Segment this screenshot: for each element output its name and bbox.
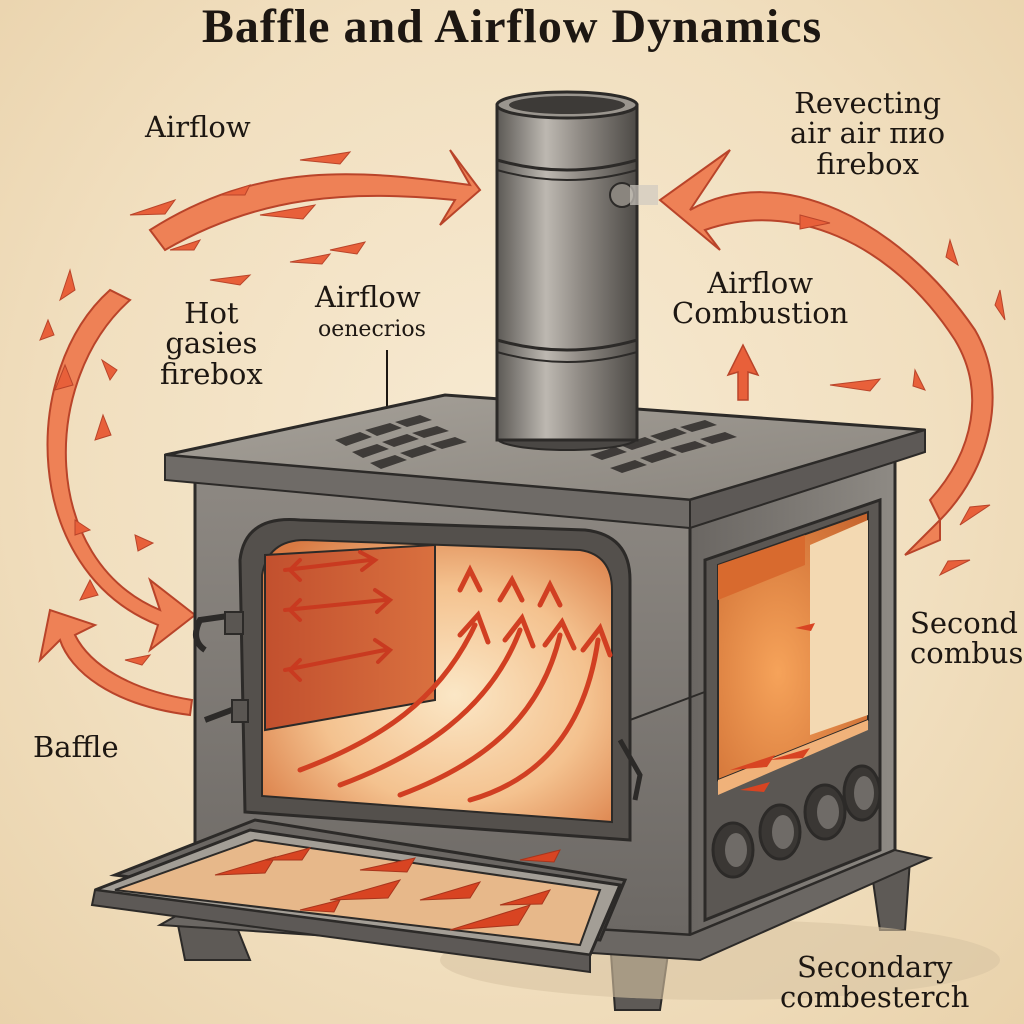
label-line: gasies: [165, 326, 258, 361]
label-line: Hot: [184, 296, 239, 330]
flow-flecks: [39, 151, 1006, 666]
label-line: combesterch: [780, 980, 970, 1015]
label-airflow-center: Airflow: [315, 280, 421, 314]
label-airflow-center-sub: οenecrios: [318, 317, 426, 342]
label-airflow-combustion: Airflow Combustion: [672, 268, 848, 329]
diagram-title: Baffle and Airflow Dynamics: [201, 0, 823, 53]
label-secondary-combustion-right: Second combus: [910, 608, 1023, 669]
label-line: firebox: [160, 356, 263, 391]
label-airflow-top-left: Airflow: [145, 110, 251, 144]
label-hot-gases: Hot gasies firebox: [160, 296, 263, 391]
wood-stove: [90, 90, 1000, 1011]
label-line: air air πиo: [790, 116, 946, 151]
label-baffle: Baffle: [33, 730, 119, 764]
combustion-up-arrow: [726, 343, 760, 401]
label-reflecting-air: Revecting air air πиo firebox: [790, 86, 946, 181]
label-secondary-combustion-bottom: Secondary combesterch: [780, 952, 969, 1013]
label-line: Airflow: [707, 266, 814, 300]
label-line: Second: [910, 606, 1018, 640]
label-line: Secondary: [796, 950, 953, 984]
airflow-arrow-left: [38, 149, 482, 717]
label-line: Combustion: [672, 296, 849, 331]
label-line: combus: [910, 636, 1024, 671]
label-line: firebox: [816, 146, 919, 181]
label-line: Revecting: [794, 86, 942, 120]
